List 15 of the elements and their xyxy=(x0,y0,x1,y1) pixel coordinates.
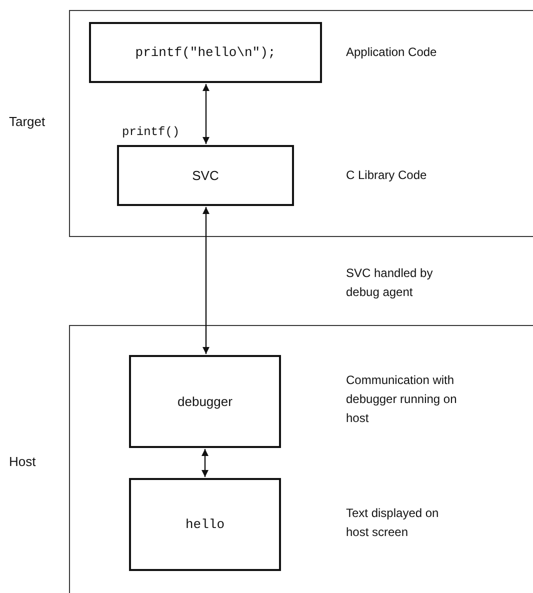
process-box: hello xyxy=(129,478,281,571)
region-label: Target xyxy=(9,114,46,129)
description-text: SVC handled by debug agent xyxy=(346,265,434,301)
double-arrow xyxy=(202,207,210,354)
description-text: Application Code xyxy=(346,44,438,61)
process-box: debugger xyxy=(129,355,281,448)
description-text: Text displayed on host screen xyxy=(346,505,440,541)
process-box: printf("hello\n"); xyxy=(89,22,322,83)
double-arrow xyxy=(202,449,208,477)
function-label: printf() xyxy=(122,124,181,141)
double-arrow xyxy=(202,84,210,144)
process-box: SVC xyxy=(117,145,294,206)
description-text: Communication with debugger running on host xyxy=(346,372,458,427)
description-text: C Library Code xyxy=(346,167,428,184)
region-label: Host xyxy=(9,454,36,469)
